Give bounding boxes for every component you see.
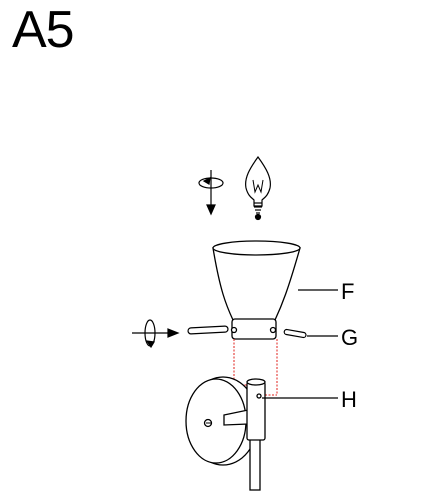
set-screw	[187, 325, 307, 339]
rotate-arrow-icon	[198, 170, 224, 216]
label-f: F	[341, 279, 354, 304]
light-bulb	[245, 155, 271, 221]
wall-plate	[185, 376, 259, 466]
step-title: A5	[12, 1, 75, 59]
rotate-arrow-icon	[132, 319, 180, 349]
lamp-arm	[223, 378, 266, 491]
label-g: G	[341, 325, 358, 350]
lamp-shade	[212, 240, 301, 340]
label-h: H	[341, 387, 357, 412]
